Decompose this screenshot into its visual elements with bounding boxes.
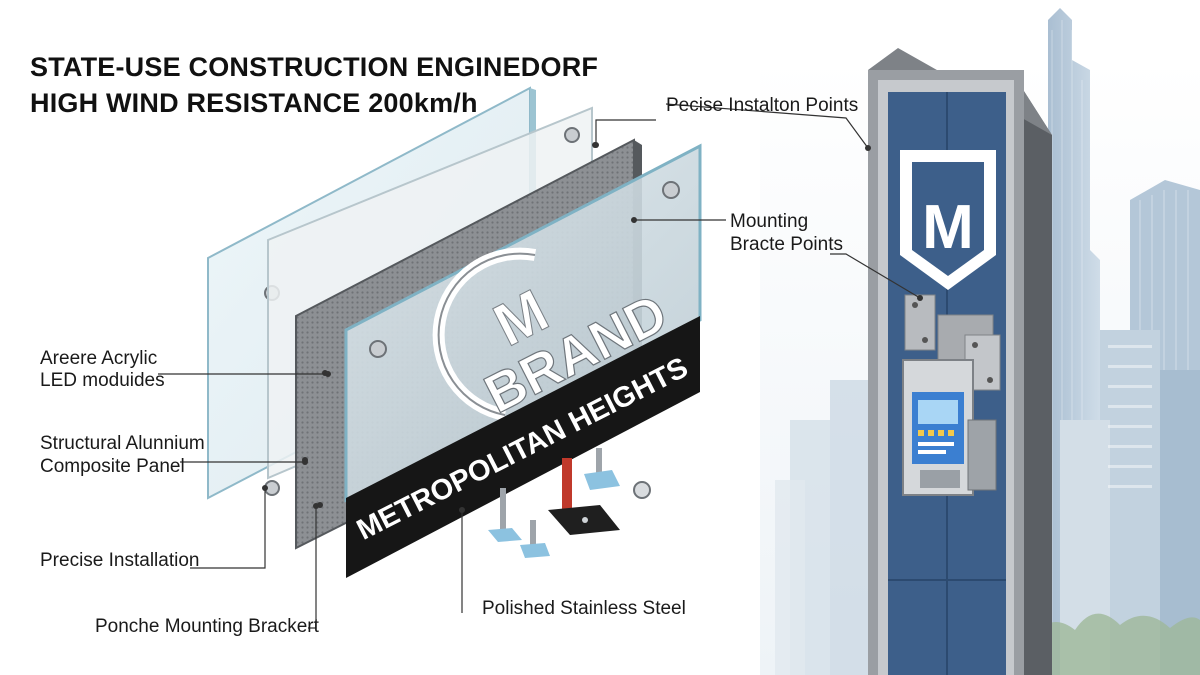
leader-lines [158,103,921,629]
title-line-1: STATE-USE CONSTRUCTION ENGINEDORF [30,52,599,82]
callout-mounting-line-1: Mounting [730,211,809,232]
building-name-band [346,316,700,578]
mounting-hardware [488,448,651,558]
leader-dots [262,142,923,513]
callout-mounting-line-2: Bracte Points [730,234,843,255]
callout-acrylic-line-1: Areere Acrylic [40,348,158,369]
callout-aluminium-line-2: Composite Panel [40,456,185,477]
callout-installation: Precise Installation [40,550,200,571]
callout-aluminium-line-1: Structural Alunnium [40,433,205,454]
callout-bracket: Ponche Mounting Brackert [95,616,319,637]
pylon-sign [868,48,1052,675]
callout-install-points: Pecise Instalton Points [666,95,859,116]
callout-acrylic-line-2: LED moduides [40,370,165,391]
title-line-2: HIGH WIND RESISTANCE 200km/h [30,88,478,118]
pylon-logo-letter: M [922,193,974,262]
callout-steel: Polished Stainless Steel [482,598,686,619]
